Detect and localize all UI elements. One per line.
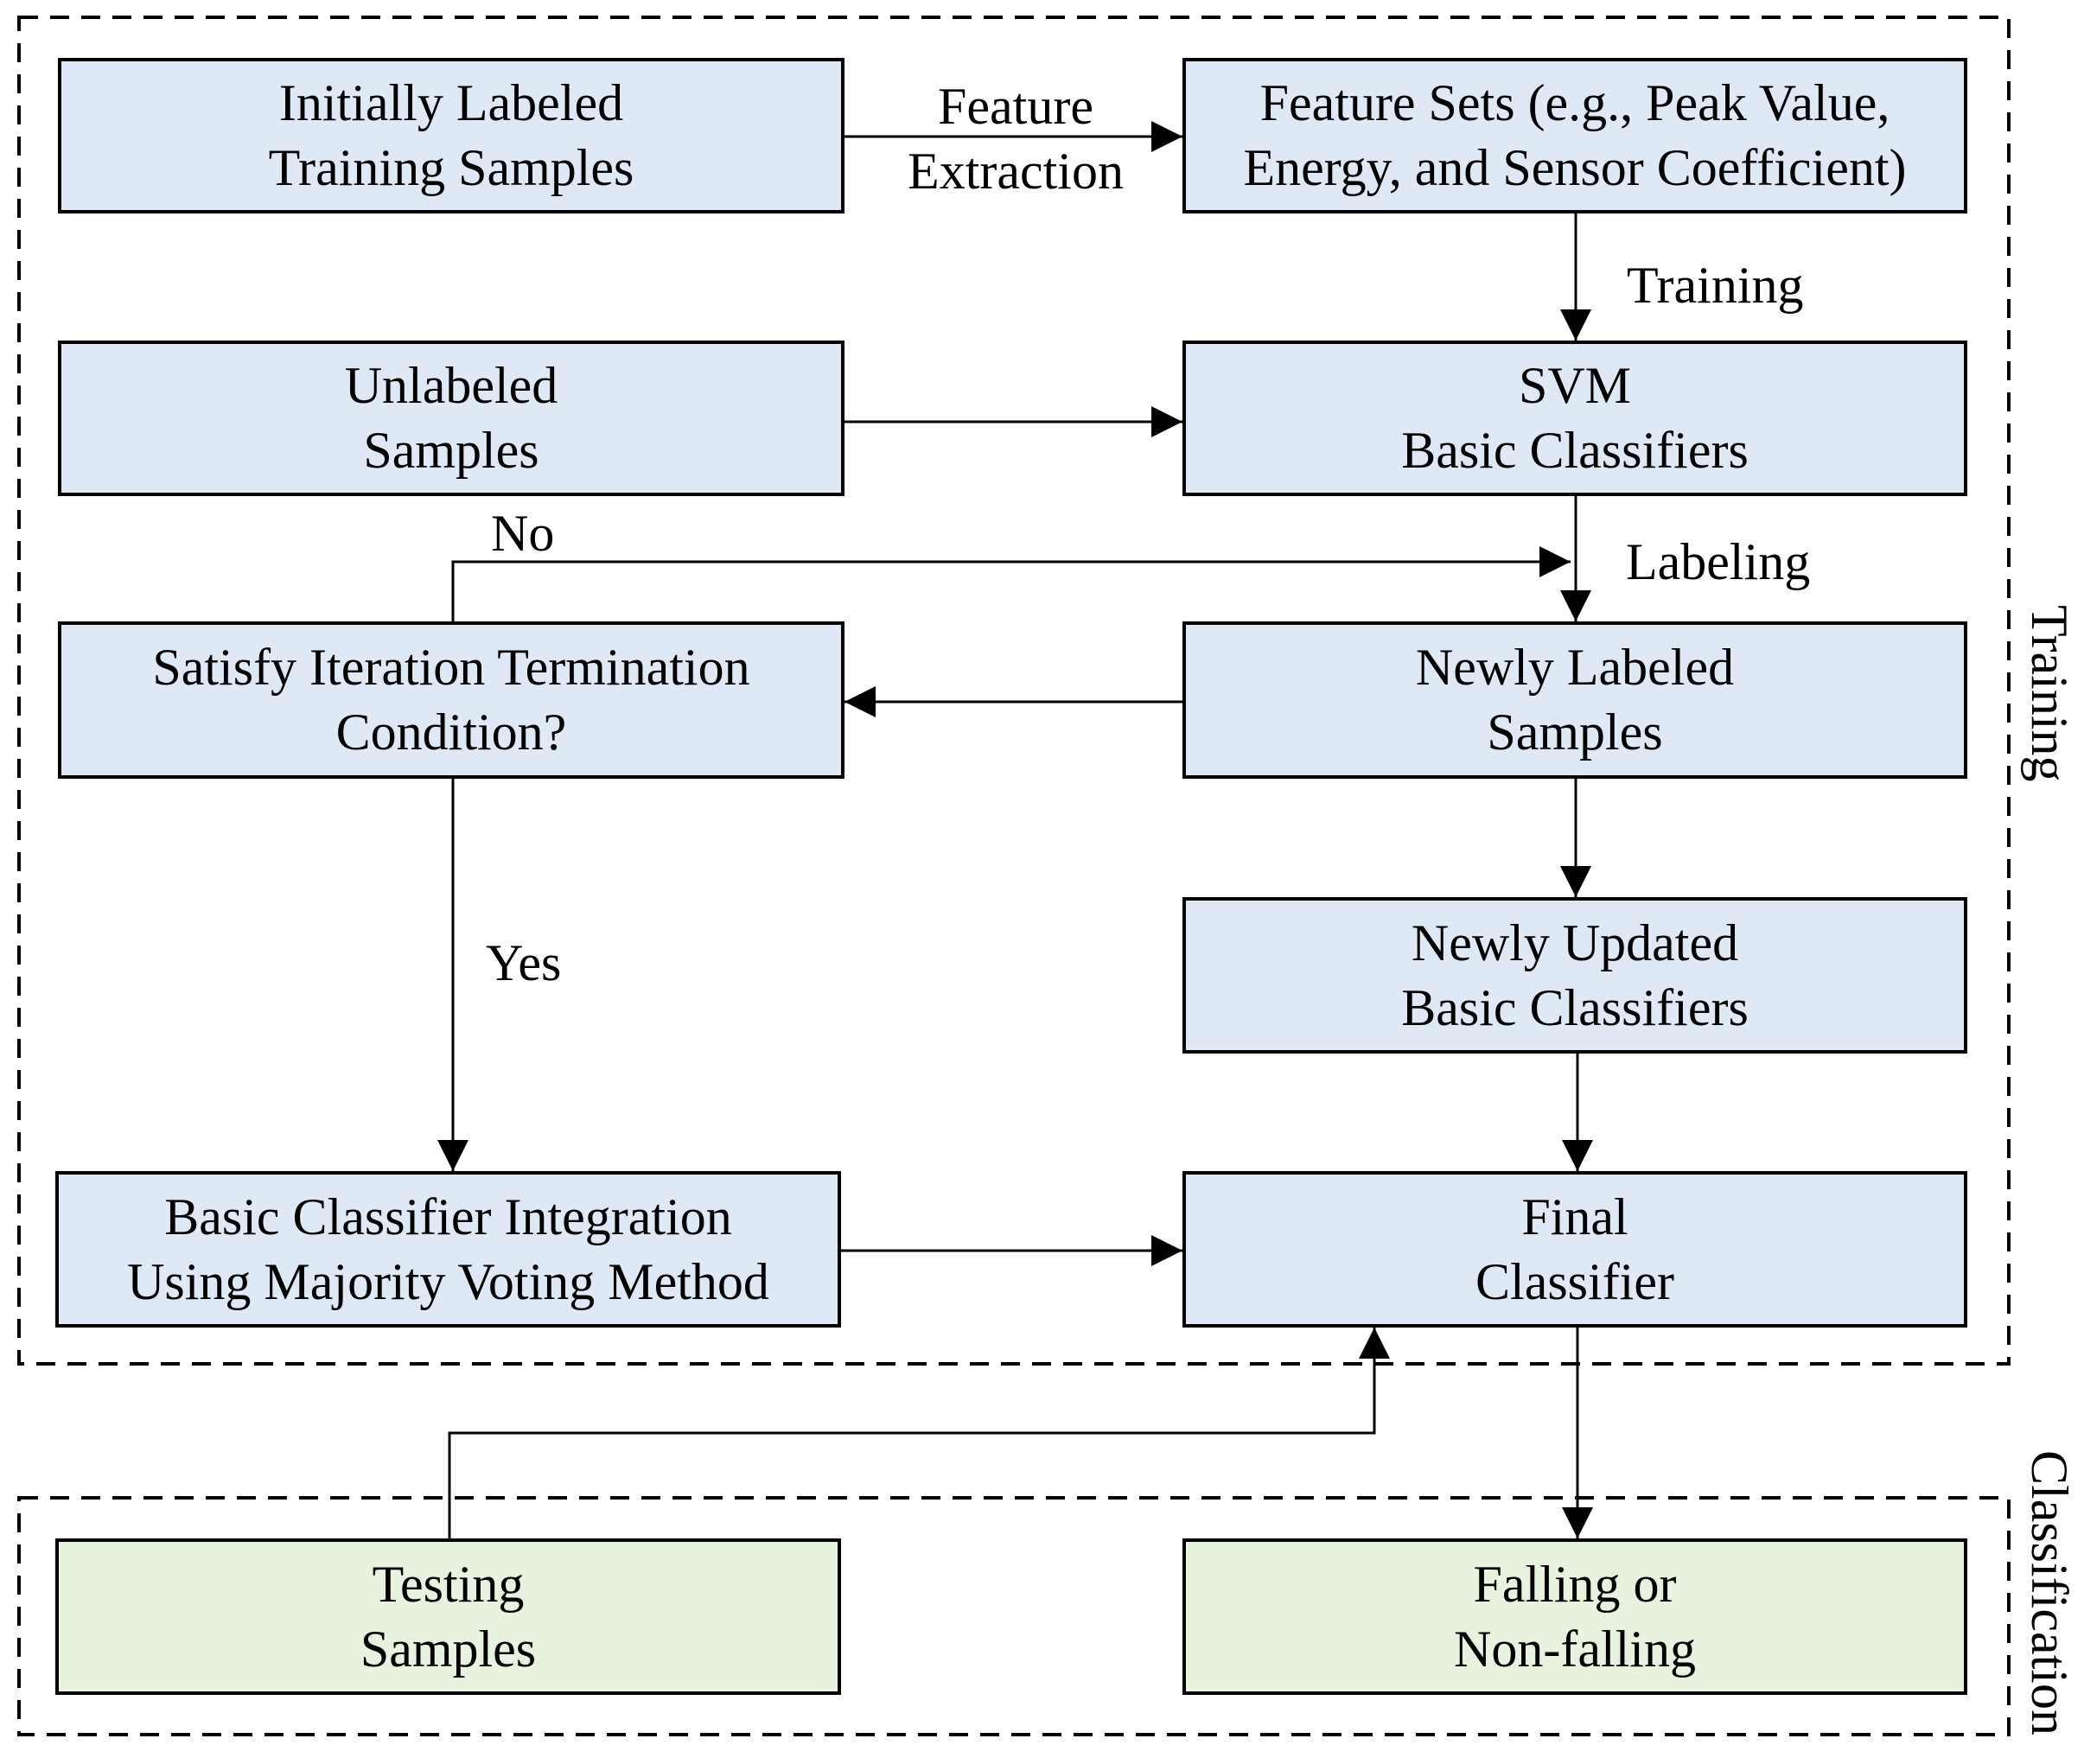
final-classifier-box: Final Classifier [1182, 1171, 1967, 1328]
initial-samples-line2: Training Samples [268, 139, 634, 196]
termination-condition-line2: Condition? [335, 704, 567, 761]
integration-box: Basic Classifier Integration Using Major… [55, 1171, 841, 1328]
testing-samples-line1: Testing [372, 1555, 525, 1613]
training-edge-label: Training [1627, 257, 1804, 314]
termination-condition-line1: Satisfy Iteration Termination [152, 639, 750, 696]
edge-testing-to-final [448, 1328, 1390, 1538]
svm-classifiers-line1: SVM [1518, 357, 1632, 414]
feature-sets-box: Feature Sets (e.g., Peak Value, Energy, … [1182, 58, 1967, 213]
feature-extraction-line2: Extraction [908, 143, 1124, 200]
svm-classifiers-box: SVM Basic Classifiers [1182, 341, 1967, 496]
newly-labeled-line1: Newly Labeled [1415, 639, 1735, 696]
labeling-edge-label: Labeling [1626, 533, 1811, 590]
classification-group-frame [17, 1496, 2011, 1736]
edge-no-loop [451, 546, 1571, 621]
unlabeled-samples-line1: Unlabeled [344, 357, 558, 414]
svm-classifiers-line2: Basic Classifiers [1401, 422, 1749, 479]
newly-updated-line2: Basic Classifiers [1401, 978, 1749, 1036]
final-classifier-line1: Final [1521, 1188, 1628, 1245]
feature-sets-line2: Energy, and Sensor Coefficient) [1243, 139, 1907, 196]
output-line1: Falling or [1473, 1555, 1677, 1613]
initial-samples-line1: Initially Labeled [278, 74, 624, 131]
newly-updated-box: Newly Updated Basic Classifiers [1182, 897, 1967, 1054]
classification-group-label: Classification [2021, 1450, 2078, 1735]
newly-labeled-line2: Samples [1487, 704, 1663, 761]
integration-line1: Basic Classifier Integration [164, 1188, 732, 1245]
testing-samples-line2: Samples [360, 1620, 537, 1678]
initial-samples-box: Initially Labeled Training Samples [58, 58, 844, 213]
integration-line2: Using Majority Voting Method [127, 1252, 769, 1310]
training-group-frame [17, 16, 2011, 1366]
testing-samples-box: Testing Samples [55, 1538, 841, 1695]
yes-edge-label: Yes [486, 934, 562, 991]
no-edge-label: No [491, 505, 555, 562]
unlabeled-samples-box: Unlabeled Samples [58, 341, 844, 496]
output-line2: Non-falling [1454, 1620, 1696, 1678]
output-box: Falling or Non-falling [1182, 1538, 1967, 1695]
termination-condition-box: Satisfy Iteration Termination Condition? [58, 621, 844, 779]
feature-extraction-line1: Feature [938, 78, 1093, 135]
final-classifier-line2: Classifier [1475, 1252, 1674, 1310]
newly-updated-line1: Newly Updated [1411, 914, 1739, 971]
training-group-label: Training [2021, 605, 2078, 782]
newly-labeled-box: Newly Labeled Samples [1182, 621, 1967, 779]
feature-extraction-label: Feature Extraction [886, 74, 1145, 204]
unlabeled-samples-line2: Samples [363, 422, 539, 479]
feature-sets-line1: Feature Sets (e.g., Peak Value, [1259, 74, 1890, 131]
